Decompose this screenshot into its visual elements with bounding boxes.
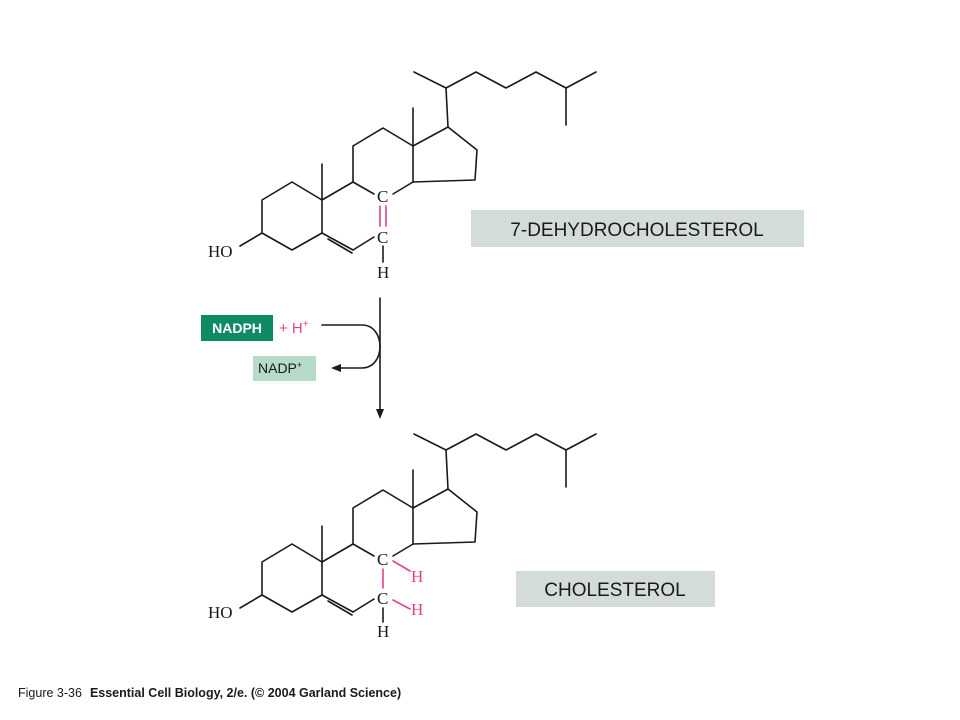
caption-source: Essential Cell Biology, 2/e. (© 2004 Gar… [90, 686, 401, 700]
added-hydrogen-1: H [411, 567, 423, 586]
nadph-badge: NADPH [201, 315, 273, 341]
hydroxyl-label: HO [208, 242, 233, 261]
nadp-label: NADP+ [258, 360, 302, 376]
molecule-7-dehydrocholesterol: HO C C H [208, 71, 597, 282]
carbon-8-label: C [377, 228, 388, 247]
added-hydrogen-2: H [411, 600, 423, 619]
hydrogen-label: H [377, 622, 389, 641]
molecule-name-bottom: CHOLESTEROL [544, 580, 685, 601]
molecule-cholesterol: H H HO C C H [208, 433, 597, 641]
carbon-8-label: C [377, 589, 388, 608]
plus-proton-label: + H+ [279, 319, 309, 337]
reaction-arrow [321, 297, 384, 419]
hydroxyl-label: HO [208, 603, 233, 622]
skeleton-bonds [239, 71, 597, 263]
label-7-dehydrocholesterol: 7-DEHYDROCHOLESTEROL [471, 210, 804, 247]
nadph-label: NADPH [212, 320, 262, 336]
hydrogen-label: H [377, 263, 389, 282]
nadp-badge: NADP+ [253, 356, 316, 381]
label-cholesterol: CHOLESTEROL [516, 571, 715, 607]
carbon-7-label: C [377, 187, 388, 206]
carbon-7-label: C [377, 550, 388, 569]
skeleton-bonds [239, 433, 597, 623]
molecule-name-top: 7-DEHYDROCHOLESTEROL [510, 220, 763, 241]
caption-line: Figure 3-36 Essential Cell Biology, 2/e. … [18, 686, 401, 700]
figure-caption: Figure 3-36 Essential Cell Biology, 2/e. … [18, 686, 401, 700]
caption-figure-number: Figure 3-36 [18, 686, 82, 700]
